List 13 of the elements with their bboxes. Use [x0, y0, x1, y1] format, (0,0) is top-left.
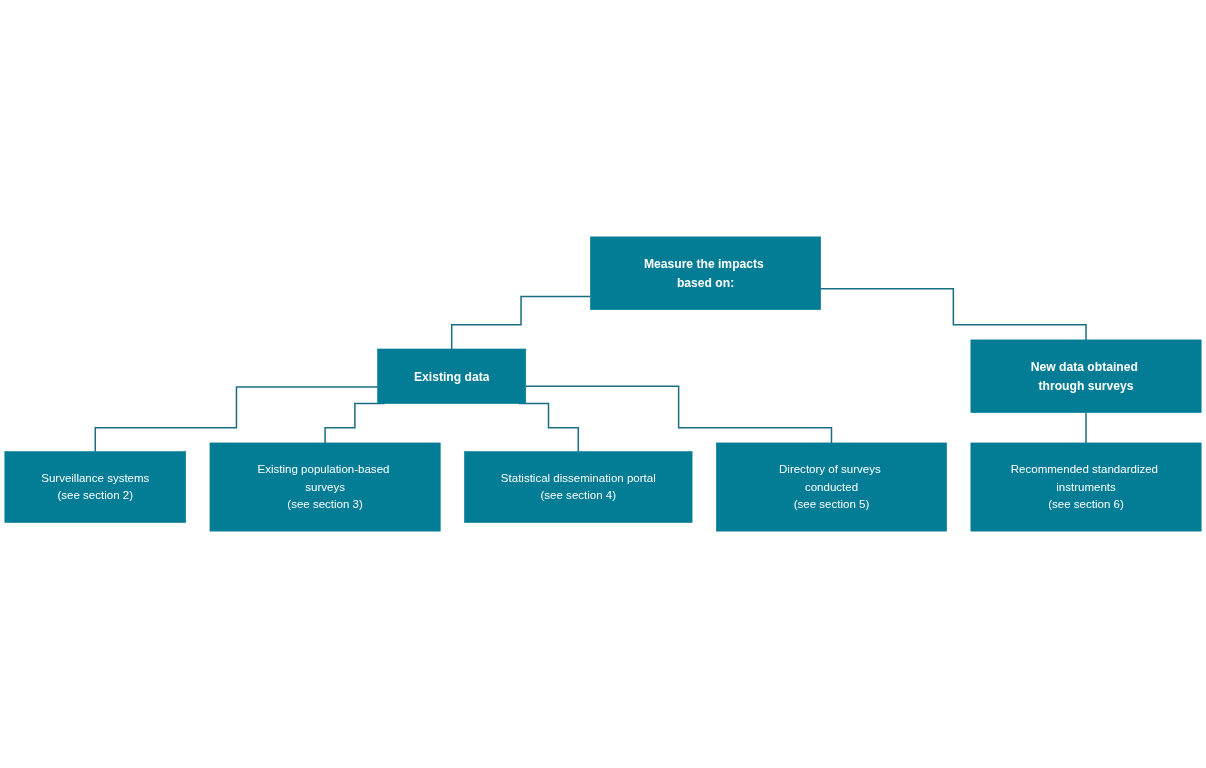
node-box: Existing population-based surveys (see section 3)	[209, 442, 441, 532]
node-box: Directory of surveys conducted (see section 5)	[716, 442, 947, 532]
connector	[1085, 411, 1087, 444]
node-box: Recommended standardized instruments (see section 6)	[970, 442, 1202, 532]
connector	[525, 385, 833, 444]
connector	[450, 295, 592, 350]
connector	[94, 386, 379, 453]
node-box: Statistical dissemination portal (see section 4)	[464, 451, 693, 523]
node-box: Measure the impacts based on:	[590, 236, 821, 310]
connector	[819, 288, 1087, 341]
node-box: Existing data	[377, 348, 527, 404]
node-box: New data obtained through surveys	[970, 339, 1202, 413]
node-box: Surveillance systems (see section 2)	[4, 451, 187, 523]
